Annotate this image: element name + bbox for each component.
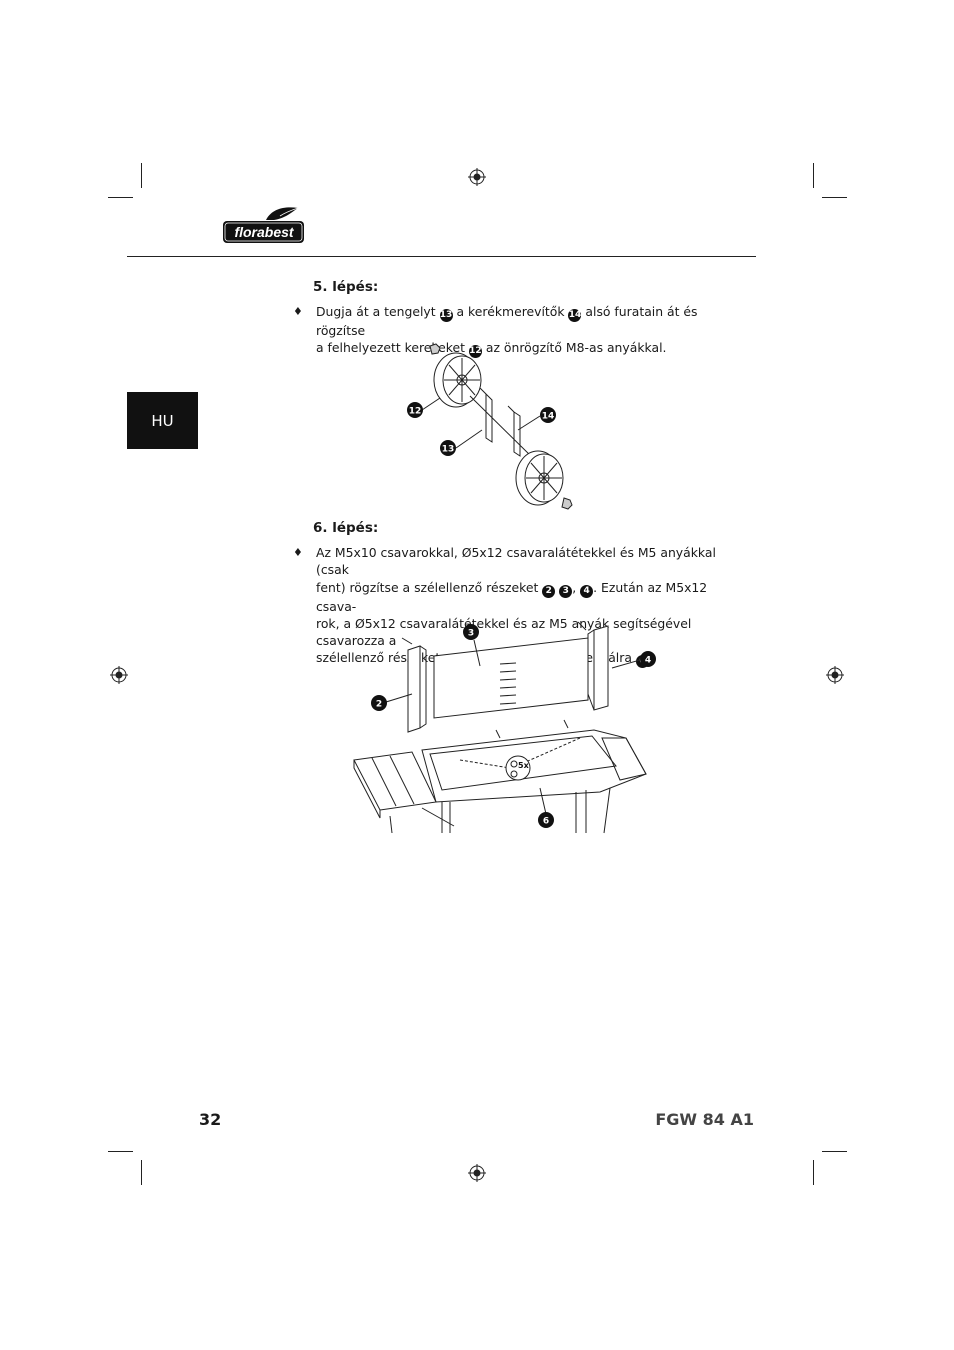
ref-badge: 4 — [580, 584, 594, 598]
step6-heading: 6. lépés: — [313, 520, 379, 536]
bullet-icon: ♦ — [293, 305, 303, 318]
header-rule — [127, 256, 756, 257]
callout-label: 14 — [542, 412, 555, 422]
logo-text: florabest — [234, 224, 294, 240]
callout-label: 12 — [409, 407, 422, 417]
crop-mark — [141, 163, 142, 188]
bullet-icon: ♦ — [293, 546, 303, 559]
ref-badge: 3 — [559, 584, 573, 598]
florabest-logo: florabest — [223, 207, 304, 243]
ref-badge: 14 — [568, 309, 582, 322]
callout-label: 3 — [468, 629, 474, 639]
step5-text: Dugja át a tengelyt 13 a kerékmerevítők … — [316, 304, 698, 359]
crop-mark — [822, 1151, 847, 1152]
registration-mark-icon — [110, 666, 128, 684]
crop-mark — [813, 163, 814, 188]
callout-label: 13 — [442, 445, 455, 455]
ref-badge: 2 — [542, 584, 556, 598]
ref-badge: 13 — [439, 309, 453, 322]
registration-mark-icon — [468, 168, 486, 186]
registration-mark-icon — [826, 666, 844, 684]
step5-heading: 5. lépés: — [313, 279, 379, 295]
count-label: 5x — [518, 761, 530, 770]
crop-mark — [822, 197, 847, 198]
language-tab: HU — [127, 392, 198, 449]
crop-mark — [141, 1160, 142, 1185]
ref-badge: 12 — [468, 345, 482, 359]
wheel-assembly-illustration: 12 14 13 — [407, 343, 573, 510]
registration-mark-icon — [468, 1164, 486, 1182]
crop-mark — [108, 1151, 133, 1152]
callout-label: 2 — [376, 700, 382, 710]
model-number: FGW 84 A1 — [655, 1110, 754, 1129]
page-number: 32 — [199, 1110, 222, 1129]
crop-mark — [108, 197, 133, 198]
callout-label: 4 — [645, 656, 651, 666]
crop-mark — [813, 1160, 814, 1185]
callout-label: 6 — [543, 817, 549, 827]
windshield-assembly-illustration: 5x 2 3 4 6 — [353, 621, 656, 834]
